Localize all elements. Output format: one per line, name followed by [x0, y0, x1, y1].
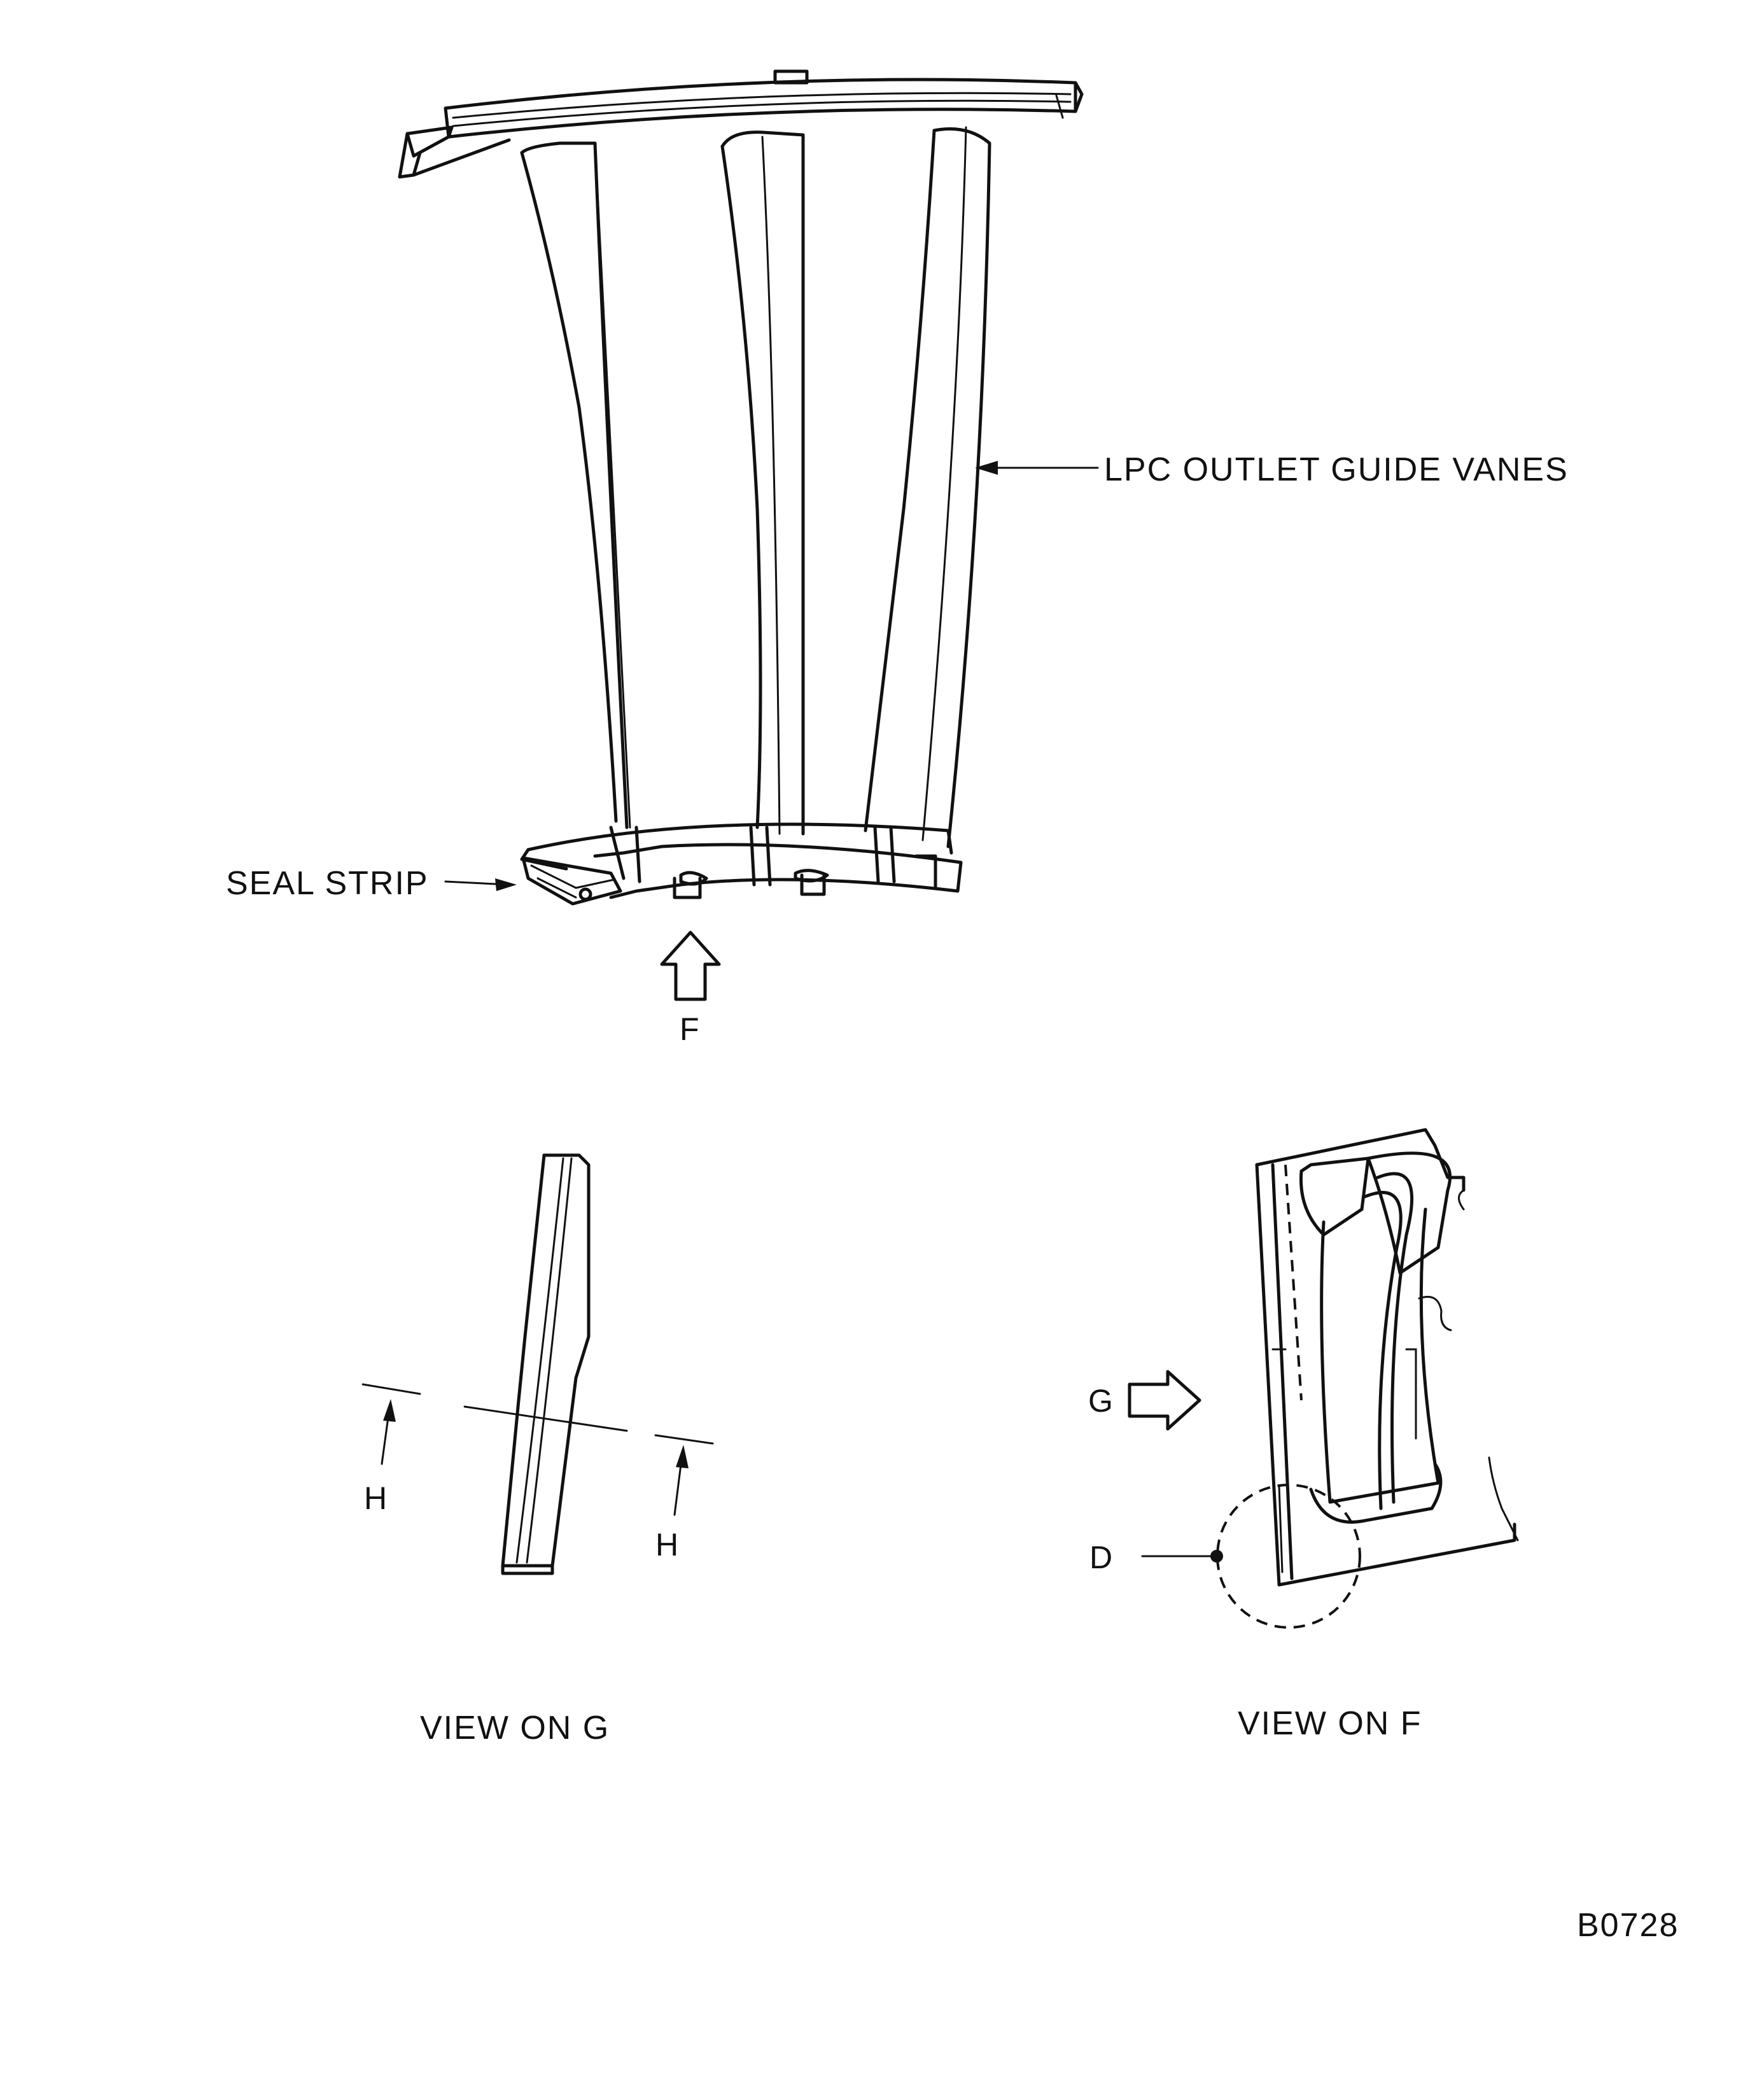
detail-circle-d	[1141, 1484, 1361, 1629]
arrow-f-label: F	[680, 1011, 701, 1047]
leader-seal-strip	[444, 878, 517, 891]
view-on-f-label: VIEW ON F	[1238, 1705, 1422, 1742]
seal-strip-label: SEAL STRIP	[226, 865, 429, 902]
inner-platform	[520, 822, 963, 899]
outer-platform	[398, 69, 1084, 179]
arrow-g-label: G	[1088, 1383, 1114, 1419]
detail-d-label: D	[1089, 1540, 1114, 1575]
view-on-g-part	[361, 1153, 714, 1575]
vane-assembly	[398, 69, 1084, 906]
vane-right	[864, 126, 991, 848]
vane-center	[720, 130, 805, 836]
lpc-outlet-guide-vanes-label: LPC OUTLET GUIDE VANES	[1104, 451, 1569, 488]
seal-strip-part	[521, 856, 622, 906]
view-arrow-g-icon	[1128, 1370, 1201, 1431]
view-on-g-label: VIEW ON G	[420, 1710, 610, 1746]
leader-lpc-vanes	[975, 461, 1099, 475]
section-arrow-h-left-icon	[381, 1399, 396, 1465]
section-h-left-label: H	[364, 1480, 389, 1516]
view-arrow-f-icon	[660, 931, 721, 1001]
section-h-right-label: H	[655, 1527, 680, 1563]
view-on-f-part	[1255, 1128, 1519, 1587]
drawing-number-label: B0728	[1577, 1907, 1679, 1944]
section-arrow-h-right-icon	[673, 1445, 689, 1516]
vane-left	[520, 141, 631, 829]
